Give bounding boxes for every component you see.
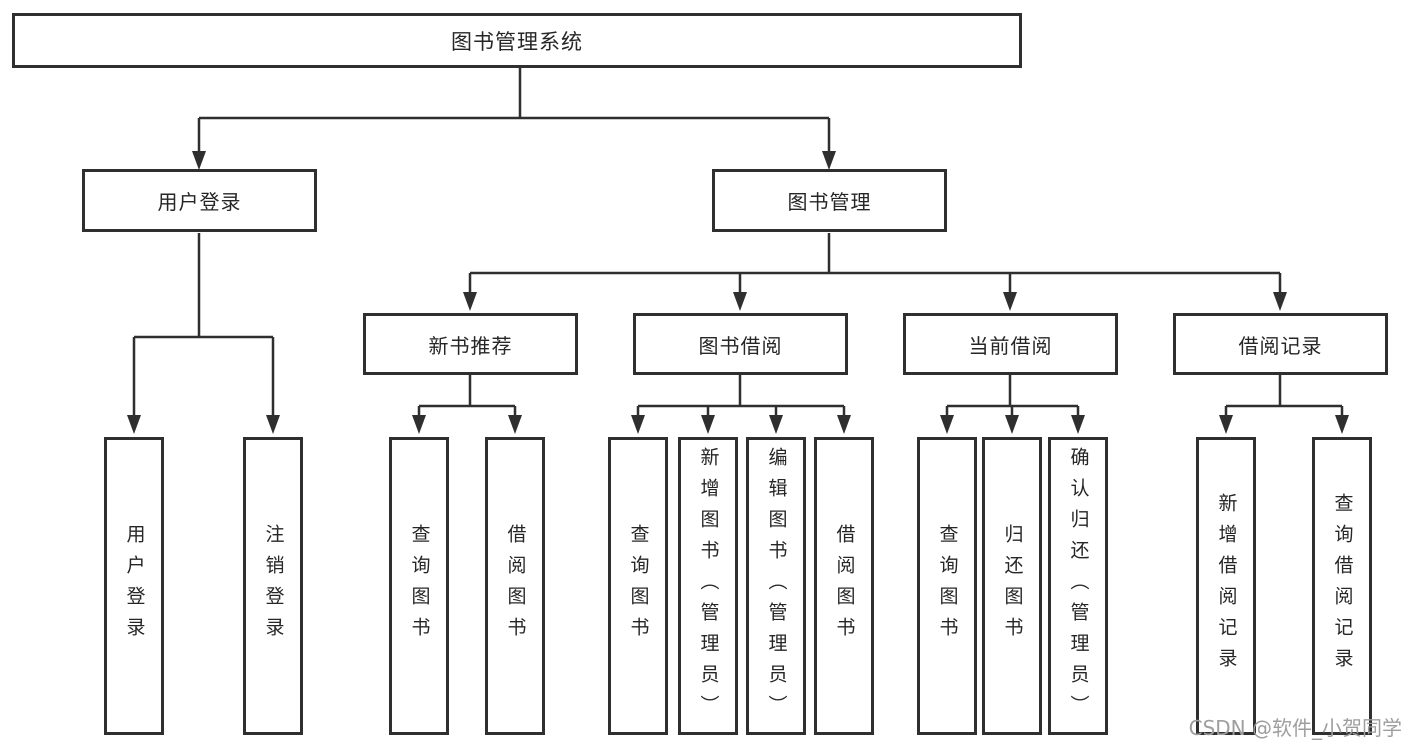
arrow-down-icon: [412, 415, 426, 434]
leaf-edit-books-admin: 编辑图书（管理员）: [746, 437, 806, 735]
borrow-record-to-leaves-lines: [1224, 375, 1344, 419]
arrow-down-icon: [1005, 415, 1019, 434]
node-borrowing-records: 借阅记录: [1173, 313, 1388, 375]
arrow-down-icon: [769, 415, 783, 434]
arrow-down-icon: [837, 415, 851, 434]
arrow-down-icon: [1003, 292, 1017, 311]
arrow-down-icon: [1071, 415, 1085, 434]
leaf-confirm-return-admin: 确认归还（管理员）: [1048, 437, 1108, 735]
arrow-down-icon: [1335, 415, 1349, 434]
new-book-to-leaves-lines: [417, 375, 517, 419]
arrow-down-icon: [631, 415, 645, 434]
arrowheads: [127, 151, 1349, 434]
leaf-logout: 注销登录: [243, 437, 303, 735]
node-library-management-system: 图书管理系统: [12, 13, 1022, 68]
connector-paths: [132, 67, 1344, 419]
arrow-down-icon: [1273, 292, 1287, 311]
leaf-query-books: 查询图书: [608, 437, 668, 735]
book-borrow-to-leaves-lines: [636, 375, 846, 419]
arrow-down-icon: [940, 415, 954, 434]
node-book-borrowing: 图书借阅: [633, 313, 848, 375]
leaf-borrow-books: 借阅图书: [485, 437, 545, 735]
node-new-book-recommendation: 新书推荐: [363, 313, 578, 375]
leaf-borrow-books: 借阅图书: [814, 437, 874, 735]
arrow-down-icon: [266, 415, 280, 434]
leaf-return-books: 归还图书: [982, 437, 1042, 735]
leaf-user-login: 用户登录: [104, 437, 164, 735]
leaf-add-borrow-record: 新增借阅记录: [1196, 437, 1256, 735]
root-to-level2-lines: [197, 67, 831, 154]
leaf-add-books-admin: 新增图书（管理员）: [678, 437, 738, 735]
arrow-down-icon: [733, 292, 747, 311]
node-current-borrowing: 当前借阅: [903, 313, 1118, 375]
user-login-to-leaves-lines: [132, 233, 275, 419]
current-borrow-to-leaves-lines: [945, 375, 1080, 419]
book-mgmt-to-level3-lines: [468, 233, 1282, 295]
watermark: CSDN @软件_小贺同学: [1188, 716, 1402, 740]
arrow-down-icon: [127, 415, 141, 434]
leaf-query-books: 查询图书: [389, 437, 449, 735]
arrow-down-icon: [463, 292, 477, 311]
arrow-down-icon: [822, 151, 836, 170]
node-book-management: 图书管理: [712, 169, 947, 232]
leaf-query-books: 查询图书: [917, 437, 977, 735]
arrow-down-icon: [508, 415, 522, 434]
arrow-down-icon: [1219, 415, 1233, 434]
leaf-query-borrow-record: 查询借阅记录: [1312, 437, 1372, 735]
arrow-down-icon: [701, 415, 715, 434]
arrow-down-icon: [192, 151, 206, 170]
node-user-login: 用户登录: [82, 169, 317, 232]
